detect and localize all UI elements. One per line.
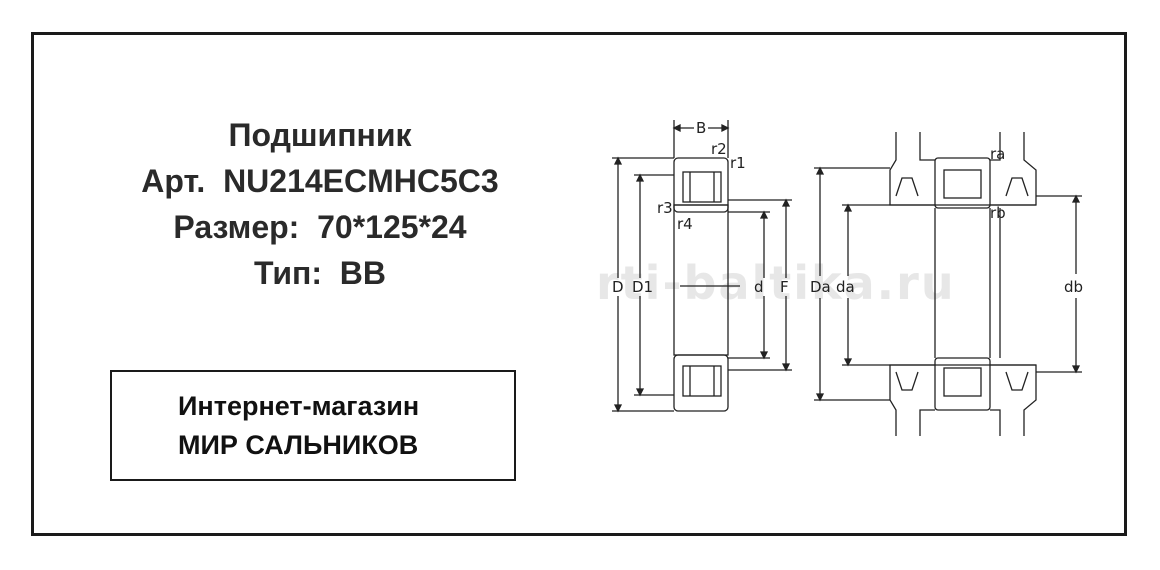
label-da: da xyxy=(836,278,855,296)
housing-top-right xyxy=(990,132,1037,206)
roller-bottom xyxy=(682,365,722,397)
label-Da: Da xyxy=(810,278,831,296)
shop-name: МИР САЛЬНИКОВ xyxy=(178,430,419,460)
outer-ring-top xyxy=(673,157,729,213)
label-ra: ra xyxy=(990,145,1005,163)
label-D1: D1 xyxy=(632,278,653,296)
label-d: d xyxy=(754,278,764,296)
bearing-size: Размер: 70*125*24 xyxy=(173,209,467,245)
label-r1: r1 xyxy=(730,154,746,172)
product-info: Подшипник Арт. NU214ECMHC5C3 Размер: 70*… xyxy=(60,112,580,296)
label-r3: r3 xyxy=(657,199,673,217)
label-db: db xyxy=(1064,278,1083,296)
product-type: Подшипник xyxy=(228,117,412,153)
article-number: Арт. NU214ECMHC5C3 xyxy=(141,163,499,199)
label-D: D xyxy=(612,278,624,296)
outer-frame xyxy=(31,32,1127,536)
shop-label: Интернет-магазин xyxy=(178,391,420,421)
outer-ring-bottom xyxy=(673,354,729,412)
shop-box: Интернет-магазин МИР САЛЬНИКОВ xyxy=(110,370,516,481)
label-r2: r2 xyxy=(711,140,727,158)
roller-top xyxy=(682,171,722,203)
label-rb: rb xyxy=(990,204,1006,222)
label-B: B xyxy=(696,119,706,137)
bearing-type: Тип: BB xyxy=(254,255,386,291)
mounted-bearing-top xyxy=(934,157,991,209)
label-F: F xyxy=(780,278,789,296)
housing-bottom-right xyxy=(990,364,1037,436)
watermark: rti-baltika.ru xyxy=(596,256,956,310)
mounted-bearing-bottom xyxy=(934,357,991,411)
label-r4: r4 xyxy=(677,215,693,233)
